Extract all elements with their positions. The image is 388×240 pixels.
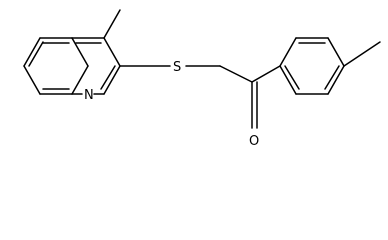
tolyl-ring xyxy=(279,37,345,95)
molecule-diagram: N S O xyxy=(23,9,381,149)
bond xyxy=(327,65,345,95)
bond xyxy=(23,37,41,67)
bond xyxy=(71,37,89,67)
bond xyxy=(103,65,121,95)
sulfur-label: S xyxy=(173,60,181,75)
double-bond-inner xyxy=(28,41,44,67)
methyl-bond-quinoline xyxy=(103,9,121,39)
bond xyxy=(327,37,345,67)
quinoline-benzo-ring xyxy=(23,37,89,95)
oxygen-label: O xyxy=(249,134,259,149)
double-bond-inner xyxy=(324,65,340,90)
double-bond-inner xyxy=(100,65,116,90)
methyl-bond-tolyl xyxy=(343,41,381,67)
bond xyxy=(279,65,297,95)
bond-ch2-co xyxy=(219,65,253,83)
bond xyxy=(23,65,41,95)
structure-canvas: N S O xyxy=(23,9,381,149)
bond xyxy=(103,37,121,67)
nitrogen-label: N xyxy=(84,88,94,103)
double-bond-inner xyxy=(284,65,300,90)
quinoline-pyridine-ring xyxy=(71,37,121,95)
bond xyxy=(71,65,89,95)
bond xyxy=(279,37,297,67)
bond-co-aryl xyxy=(251,65,281,83)
